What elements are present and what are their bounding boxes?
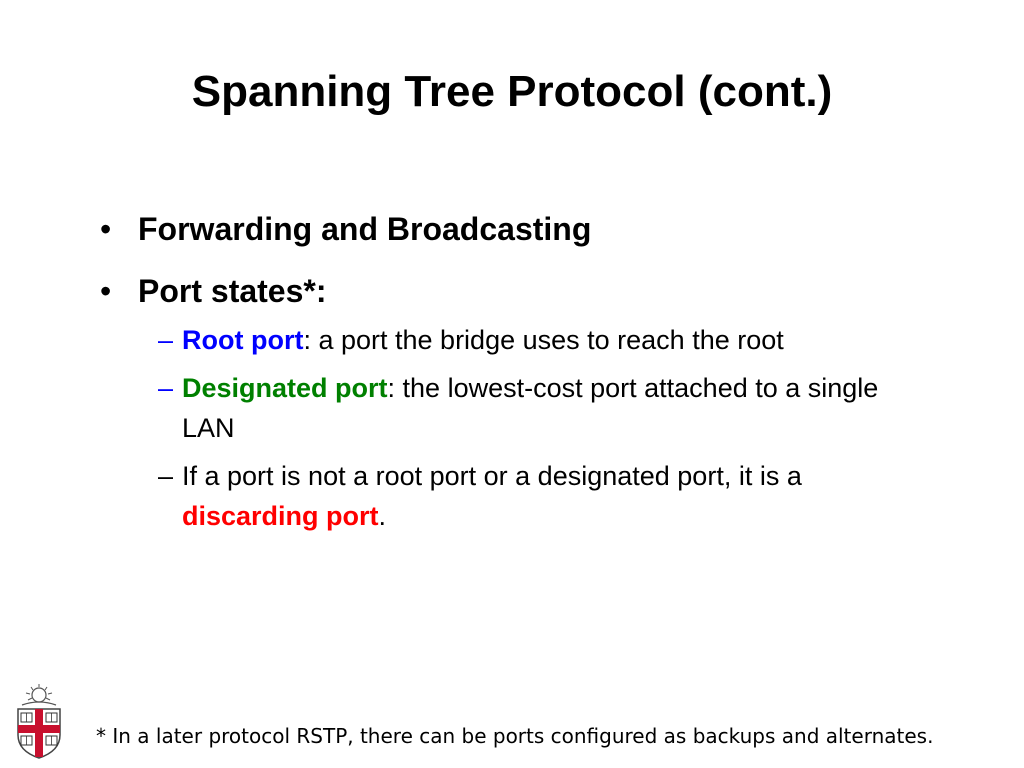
- term-designated-port: Designated port: [182, 373, 388, 403]
- bullet-text: Port states*:: [138, 273, 327, 309]
- sub-item-text: : a port the bridge uses to reach the ro…: [303, 325, 784, 355]
- sub-item-root-port: – Root port: a port the bridge uses to r…: [158, 320, 918, 360]
- port-states-sublist: – Root port: a port the bridge uses to r…: [158, 320, 918, 536]
- slide-title: Spanning Tree Protocol (cont.): [191, 67, 833, 116]
- sub-item-discarding-port: – If a port is not a root port or a desi…: [158, 456, 918, 536]
- term-root-port: Root port: [182, 325, 304, 355]
- bullet-text: Forwarding and Broadcasting: [138, 211, 592, 247]
- sub-item-text: If a port is not a root port or a design…: [182, 461, 802, 491]
- dash-glyph: –: [158, 373, 174, 403]
- bullet-list: • Forwarding and Broadcasting • Port sta…: [100, 206, 930, 531]
- crest-sun-icon: [21, 684, 57, 706]
- dash-glyph: –: [158, 461, 174, 491]
- bullet-glyph: •: [100, 273, 112, 309]
- term-discarding-port: discarding port: [182, 501, 379, 531]
- dash-glyph: –: [158, 325, 174, 355]
- sub-item-text: : the lowest-cost port attached to a sin…: [182, 373, 879, 443]
- university-shield-icon: [17, 684, 61, 759]
- bullet-glyph: •: [100, 211, 112, 247]
- footnote: * In a later protocol RSTP, there can be…: [96, 724, 934, 748]
- bullet-item-port-states: • Port states*:: [100, 268, 930, 314]
- sub-item-designated-port: – Designated port: the lowest-cost port …: [158, 368, 918, 448]
- bullet-item-forwarding: • Forwarding and Broadcasting: [100, 206, 930, 252]
- sub-item-suffix: .: [378, 501, 387, 531]
